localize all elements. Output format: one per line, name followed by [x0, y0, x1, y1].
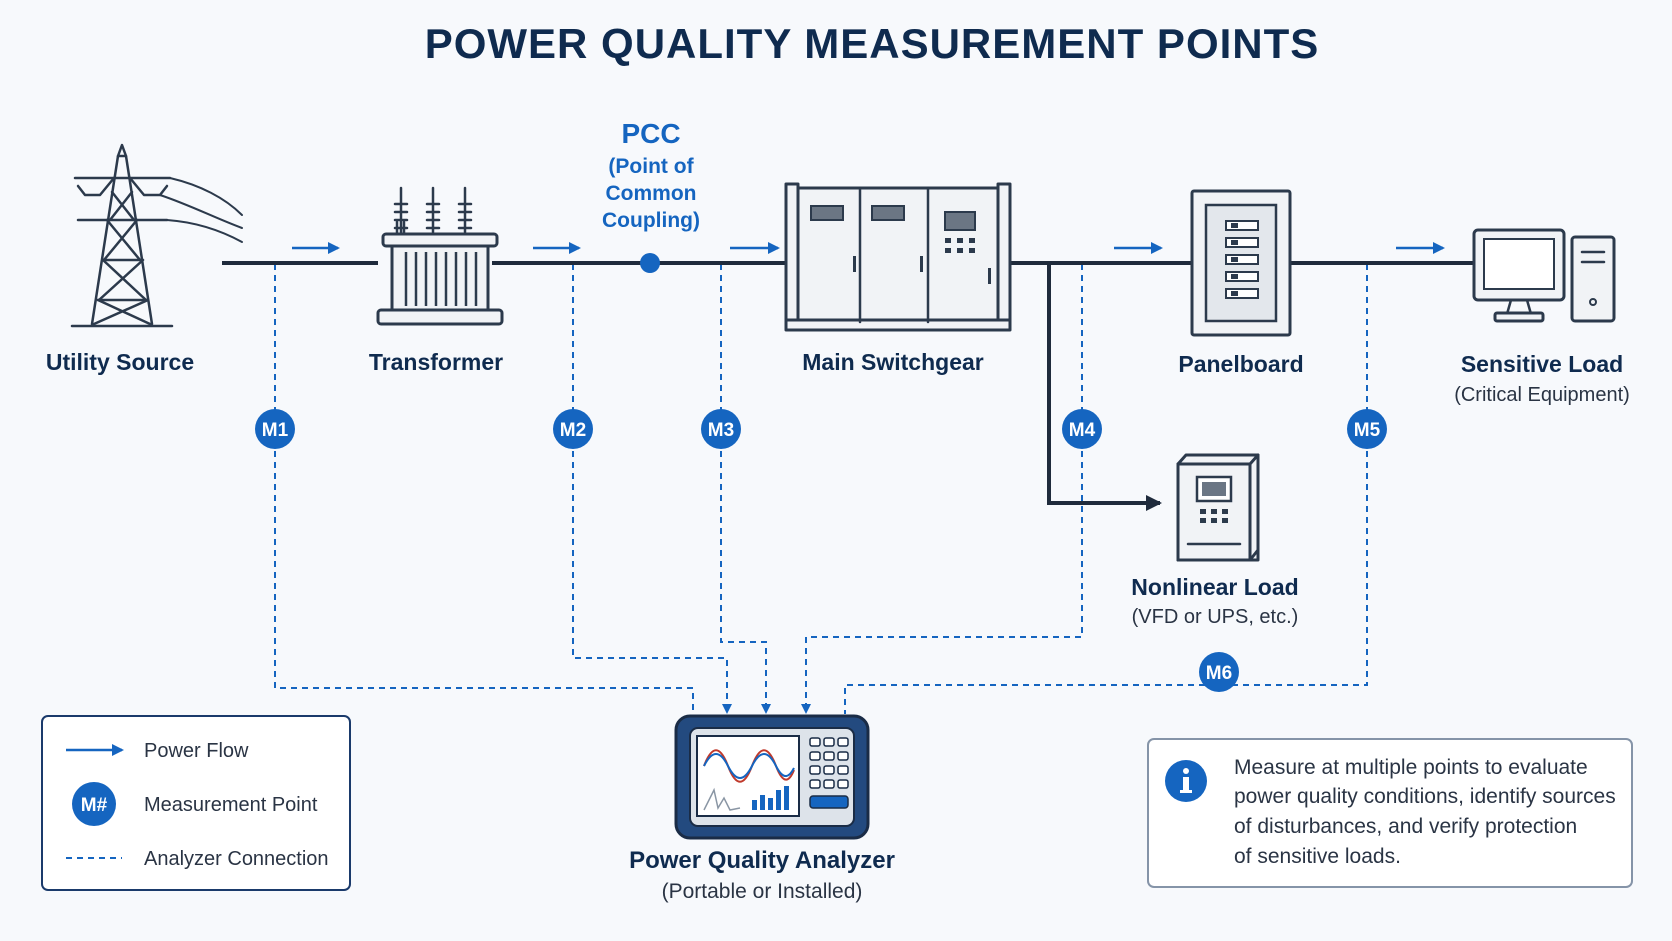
measurement-point-m3[interactable]: M3: [701, 409, 741, 449]
svg-text:M6: M6: [1206, 663, 1232, 684]
power-quality-analyzer-icon: [674, 714, 870, 840]
note-line-3: of disturbances, and verify protection: [1234, 815, 1577, 838]
measurement-point-m4[interactable]: M4: [1062, 409, 1102, 449]
measurement-point-m6[interactable]: M6: [1199, 652, 1239, 692]
transformer-label: Transformer: [369, 349, 503, 375]
computer-icon: [1472, 228, 1616, 323]
legend-badge-icon: [72, 782, 116, 826]
panelboard-label: Panelboard: [1178, 351, 1303, 377]
sensitive-load-sub: (Critical Equipment): [1454, 384, 1630, 406]
measurement-point-m1[interactable]: M1: [255, 409, 295, 449]
measurement-point-m2[interactable]: M2: [553, 409, 593, 449]
svg-text:M2: M2: [560, 420, 586, 441]
panelboard-icon: [1190, 189, 1292, 337]
switchgear-icon: [784, 182, 1012, 332]
legend-power-flow: Power Flow: [144, 740, 249, 762]
note-line-2: power quality conditions, identify sourc…: [1234, 785, 1616, 808]
svg-text:M3: M3: [708, 420, 734, 441]
main-switchgear-label: Main Switchgear: [802, 349, 984, 375]
analyzer-label: Power Quality Analyzer: [629, 847, 895, 874]
utility-source-label: Utility Source: [46, 349, 194, 375]
vfd-cabinet-icon: [1176, 453, 1260, 562]
sensitive-load-label: Sensitive Load: [1461, 351, 1623, 377]
page-title: POWER QUALITY MEASUREMENT POINTS: [425, 20, 1320, 67]
note-box: Measure at multiple points to evaluate p…: [1147, 738, 1633, 888]
pcc-title: PCC: [621, 118, 680, 149]
legend-badge-text: M#: [81, 795, 108, 816]
svg-text:M4: M4: [1069, 420, 1096, 441]
legend-measurement-point: Measurement Point: [144, 794, 318, 816]
info-icon: [1165, 760, 1207, 802]
pcc-desc-line-3: Coupling): [602, 209, 700, 232]
note-line-4: of sensitive loads.: [1234, 845, 1401, 868]
svg-text:M5: M5: [1354, 420, 1381, 441]
nonlinear-load-label: Nonlinear Load: [1131, 574, 1298, 600]
analyzer-connections: [274, 264, 1368, 714]
pcc-node: [640, 253, 660, 273]
legend: Power Flow M# Measurement Point Analyzer…: [41, 715, 351, 891]
pcc-desc-line-1: (Point of: [608, 155, 694, 178]
measurement-point-m5[interactable]: M5: [1347, 409, 1387, 449]
transformer-icon: [376, 186, 504, 326]
note-line-1: Measure at multiple points to evaluate: [1234, 756, 1588, 779]
legend-analyzer-connection: Analyzer Connection: [144, 848, 329, 870]
pcc-desc-line-2: Common: [606, 182, 697, 205]
svg-text:M1: M1: [262, 420, 289, 441]
utility-tower-icon: [70, 143, 243, 328]
nonlinear-load-sub: (VFD or UPS, etc.): [1132, 606, 1299, 628]
analyzer-sub: (Portable or Installed): [662, 880, 863, 903]
